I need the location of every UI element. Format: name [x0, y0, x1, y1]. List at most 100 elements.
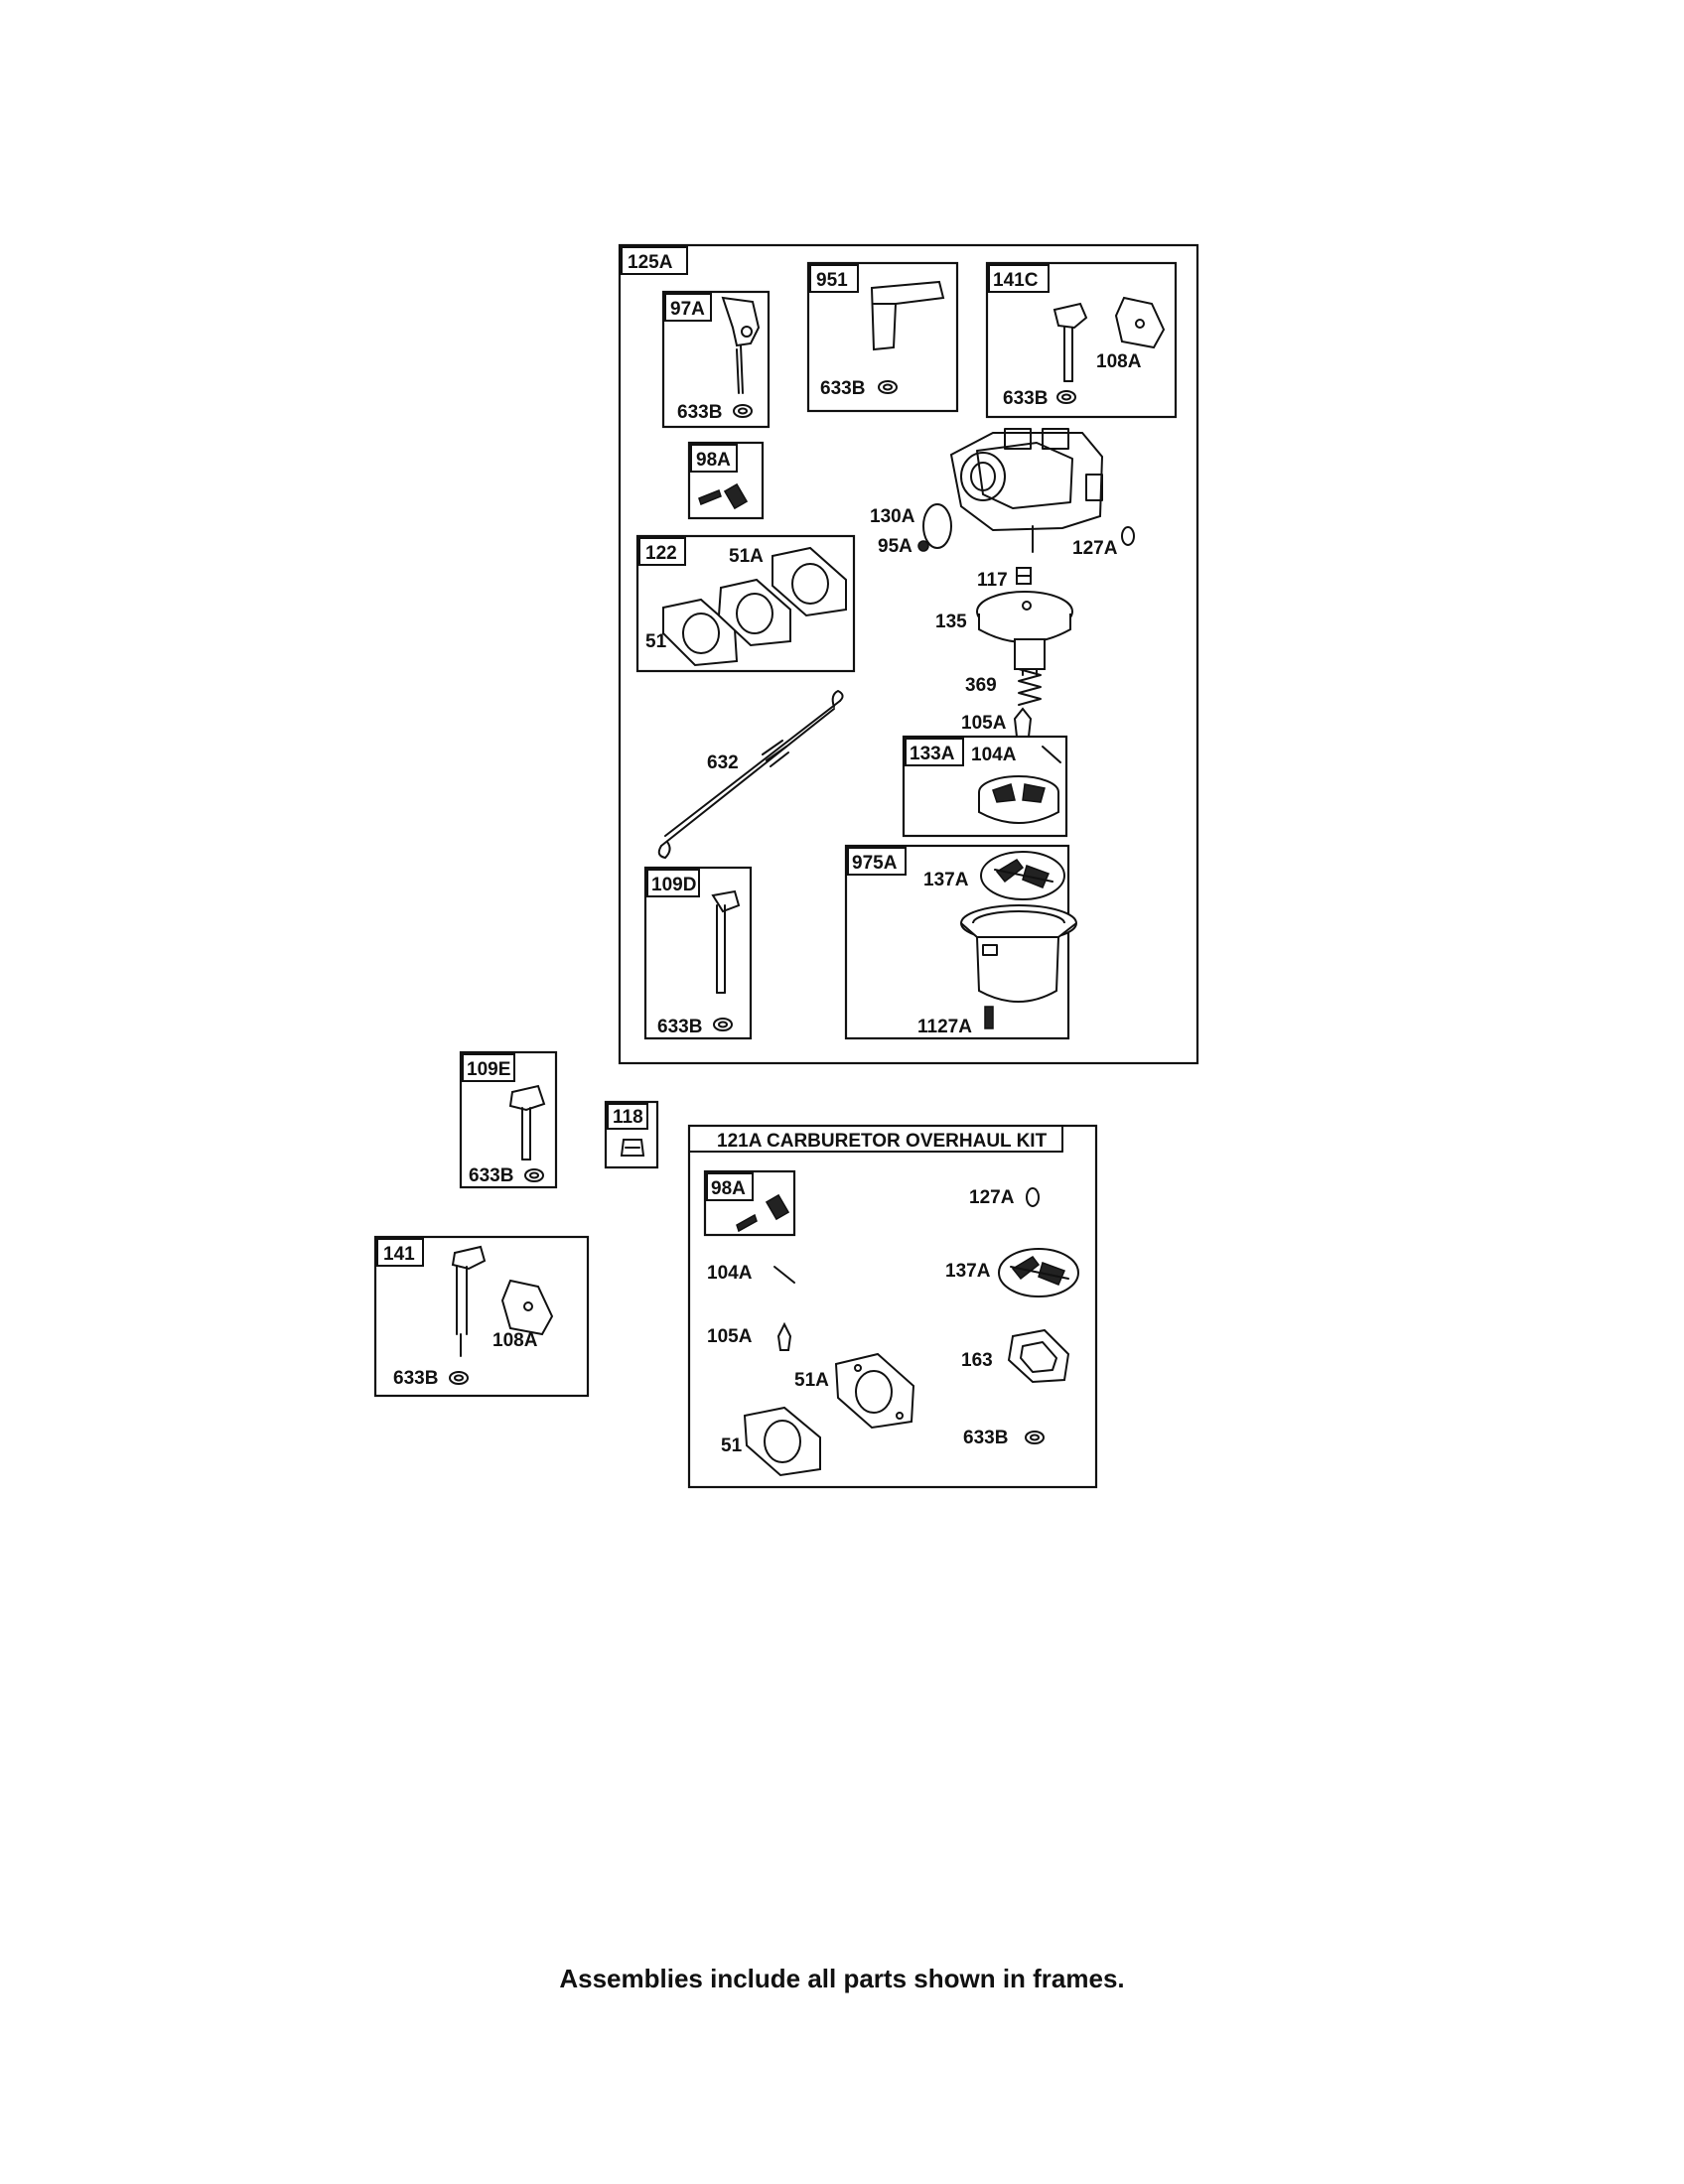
frame-141-tag: 141 — [383, 1244, 415, 1265]
kit-title: 121A CARBURETOR OVERHAUL KIT — [717, 1131, 1048, 1152]
gasket-icon — [834, 1352, 915, 1430]
label-633B: 633B — [963, 1428, 1008, 1448]
screw-icon — [917, 540, 929, 552]
seal-icon — [1056, 390, 1076, 404]
label-633B: 633B — [677, 402, 722, 423]
label-127A: 127A — [1072, 538, 1118, 559]
gasket-icon — [500, 1279, 554, 1336]
needle-icon — [1013, 707, 1033, 738]
spring-icon — [765, 1193, 790, 1221]
frame-951-tag: 951 — [816, 270, 848, 291]
label-105A: 105A — [707, 1326, 753, 1347]
frame-133A-tag: 133A — [910, 744, 955, 764]
float-bowl-icon — [960, 904, 1077, 1003]
governor-link-icon — [657, 690, 844, 859]
label-633B: 633B — [393, 1368, 438, 1389]
label-104A: 104A — [707, 1263, 753, 1284]
float-assembly-icon — [976, 591, 1073, 676]
gasket-icon — [1007, 1328, 1070, 1384]
o-ring-icon — [1026, 1187, 1040, 1207]
frame-141[interactable]: 141 108A 633B — [373, 1235, 590, 1398]
label-163: 163 — [961, 1350, 993, 1371]
frame-118-tag: 118 — [613, 1107, 643, 1128]
seal-icon — [878, 380, 898, 394]
frame-975A-tag: 975A — [852, 853, 898, 874]
choke-lever-icon — [711, 889, 741, 913]
label-108A: 108A — [492, 1330, 538, 1351]
frame-109E-tag: 109E — [467, 1059, 510, 1080]
throttle-shaft-icon — [870, 280, 945, 351]
frame-122-tag: 122 — [645, 543, 677, 564]
label-51: 51 — [645, 631, 667, 652]
label-633B: 633B — [1003, 388, 1048, 409]
label-95A: 95A — [878, 536, 912, 557]
throttle-lever-icon — [721, 296, 761, 347]
frame-98A[interactable]: 98A — [687, 441, 765, 520]
frame-141C[interactable]: 141C 108A 633B — [985, 261, 1178, 419]
carburetor-body-icon — [949, 428, 1104, 553]
seal-icon — [733, 404, 753, 418]
float-bowl-gasket-icon — [980, 851, 1065, 900]
pin-icon — [773, 1266, 795, 1284]
seal-icon — [1025, 1431, 1045, 1444]
frame-118[interactable]: 118 — [604, 1100, 659, 1169]
frame-133A[interactable]: 133A 104A — [902, 735, 1068, 838]
bowl-screw-icon — [984, 1006, 994, 1029]
label-104A: 104A — [971, 745, 1017, 765]
needle-icon — [776, 1321, 792, 1351]
gasket-icon — [717, 578, 791, 647]
spring-icon — [723, 482, 749, 510]
label-130A: 130A — [870, 506, 915, 527]
gasket-icon — [743, 1406, 821, 1477]
spring-icon — [1018, 668, 1042, 706]
label-105A: 105A — [961, 713, 1007, 734]
label-117: 117 — [977, 570, 1008, 591]
label-1127A: 1127A — [917, 1017, 972, 1037]
label-137A: 137A — [945, 1261, 991, 1282]
frame-121A-kit[interactable]: 121A CARBURETOR OVERHAUL KIT 98A 127A 10… — [687, 1124, 1098, 1489]
label-137A: 137A — [923, 870, 969, 890]
pin-icon — [1042, 746, 1061, 763]
frame-975A[interactable]: 975A 137A 1127A — [844, 844, 1077, 1040]
frame-97A[interactable]: 97A 633B — [661, 290, 771, 429]
frame-125A-tag: 125A — [628, 252, 673, 273]
label-633B: 633B — [820, 378, 865, 399]
float-icon — [978, 775, 1059, 824]
label-51A: 51A — [729, 546, 764, 567]
frame-141C-tag: 141C — [993, 270, 1039, 291]
frame-122[interactable]: 122 51A 51 — [635, 534, 856, 673]
seal-icon — [449, 1371, 469, 1385]
gasket-icon — [772, 546, 847, 617]
frame-97A-tag: 97A — [670, 299, 705, 320]
label-51: 51 — [721, 1435, 743, 1456]
frame-98A-tag: 98A — [711, 1178, 746, 1199]
choke-shaft-icon — [1052, 302, 1088, 330]
label-51A: 51A — [794, 1370, 829, 1391]
choke-shaft-icon — [508, 1084, 546, 1112]
nozzle-icon — [1016, 567, 1032, 585]
screw-icon — [736, 1213, 758, 1233]
label-108A: 108A — [1096, 351, 1142, 372]
throttle-plate-icon — [922, 503, 952, 549]
frame-951[interactable]: 951 633B — [806, 261, 959, 413]
label-135: 135 — [935, 612, 967, 632]
frame-98A-tag: 98A — [696, 450, 731, 471]
screw-icon — [698, 489, 722, 505]
gasket-icon — [1114, 296, 1166, 349]
frame-109D-tag: 109D — [651, 875, 696, 895]
seal-icon — [524, 1168, 544, 1182]
label-369: 369 — [965, 675, 997, 696]
seal-icon — [713, 1018, 733, 1031]
frame-109E[interactable]: 109E 633B — [459, 1050, 558, 1189]
choke-shaft-icon — [451, 1245, 487, 1271]
float-bowl-gasket-icon — [998, 1248, 1079, 1297]
label-633B: 633B — [469, 1165, 513, 1186]
label-127A: 127A — [969, 1187, 1015, 1208]
footer-note: Assemblies include all parts shown in fr… — [559, 1964, 1125, 1993]
label-632: 632 — [707, 752, 739, 773]
o-ring-icon — [1121, 526, 1135, 546]
frame-125A[interactable]: 125A — [618, 243, 1199, 1065]
label-633B: 633B — [657, 1017, 702, 1037]
frame-109D[interactable]: 109D 633B — [643, 866, 753, 1040]
